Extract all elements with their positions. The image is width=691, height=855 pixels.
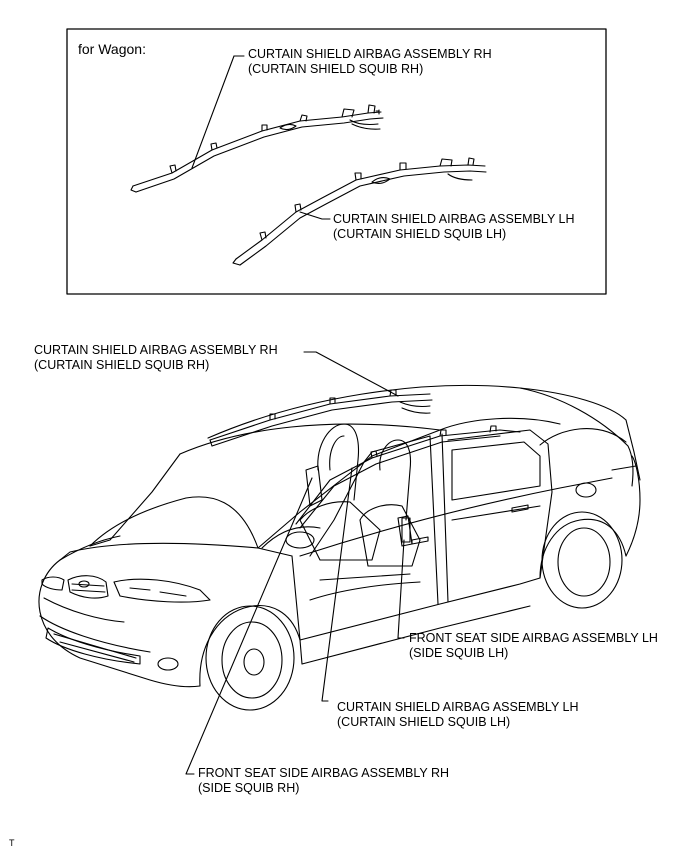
- label-line: (CURTAIN SHIELD SQUIB RH): [248, 62, 424, 76]
- label-line: (CURTAIN SHIELD SQUIB LH): [337, 715, 511, 729]
- document-id: T: [9, 838, 15, 848]
- leader-curtain-rh: [303, 351, 399, 397]
- label-line: (SIDE SQUIB RH): [198, 781, 300, 795]
- leader-front-side-rh: [185, 477, 313, 775]
- label-line: CURTAIN SHIELD AIRBAG ASSEMBLY LH: [333, 212, 575, 226]
- label-line: CURTAIN SHIELD AIRBAG ASSEMBLY RH: [34, 343, 278, 357]
- label-line: FRONT SEAT SIDE AIRBAG ASSEMBLY RH: [198, 766, 450, 780]
- label-line: (SIDE SQUIB LH): [409, 646, 509, 660]
- inset-title: for Wagon:: [78, 41, 146, 57]
- front-seat-side-airbag-lh: [401, 517, 411, 543]
- label-wagon-curtain-rh: CURTAIN SHIELD AIRBAG ASSEMBLY RH (CURTA…: [248, 47, 492, 77]
- wagon-curtain-airbag-rh: [130, 104, 384, 193]
- leader-wagon-curtain-lh: [299, 211, 331, 220]
- label-line: CURTAIN SHIELD AIRBAG ASSEMBLY RH: [248, 47, 492, 61]
- label-line: (CURTAIN SHIELD SQUIB RH): [34, 358, 210, 372]
- label-front-side-rh: FRONT SEAT SIDE AIRBAG ASSEMBLY RH (SIDE…: [198, 766, 449, 796]
- wagon-inset-frame: [66, 28, 607, 295]
- label-curtain-rh: CURTAIN SHIELD AIRBAG ASSEMBLY RH (CURTA…: [34, 343, 278, 373]
- label-line: FRONT SEAT SIDE AIRBAG ASSEMBLY LH: [409, 631, 658, 645]
- label-front-side-lh: FRONT SEAT SIDE AIRBAG ASSEMBLY LH (SIDE…: [409, 631, 658, 661]
- leader-wagon-curtain-rh: [191, 55, 245, 169]
- label-line: CURTAIN SHIELD AIRBAG ASSEMBLY LH: [337, 700, 579, 714]
- car-curtain-airbag: [209, 389, 521, 529]
- leader-curtain-lh: [321, 467, 353, 702]
- label-line: (CURTAIN SHIELD SQUIB LH): [333, 227, 507, 241]
- car-body: [38, 384, 641, 711]
- label-curtain-lh: CURTAIN SHIELD AIRBAG ASSEMBLY LH (CURTA…: [337, 700, 579, 730]
- leader-front-side-lh: [397, 539, 405, 639]
- wagon-curtain-airbag-lh: [232, 157, 487, 266]
- label-wagon-curtain-lh: CURTAIN SHIELD AIRBAG ASSEMBLY LH (CURTA…: [333, 212, 575, 242]
